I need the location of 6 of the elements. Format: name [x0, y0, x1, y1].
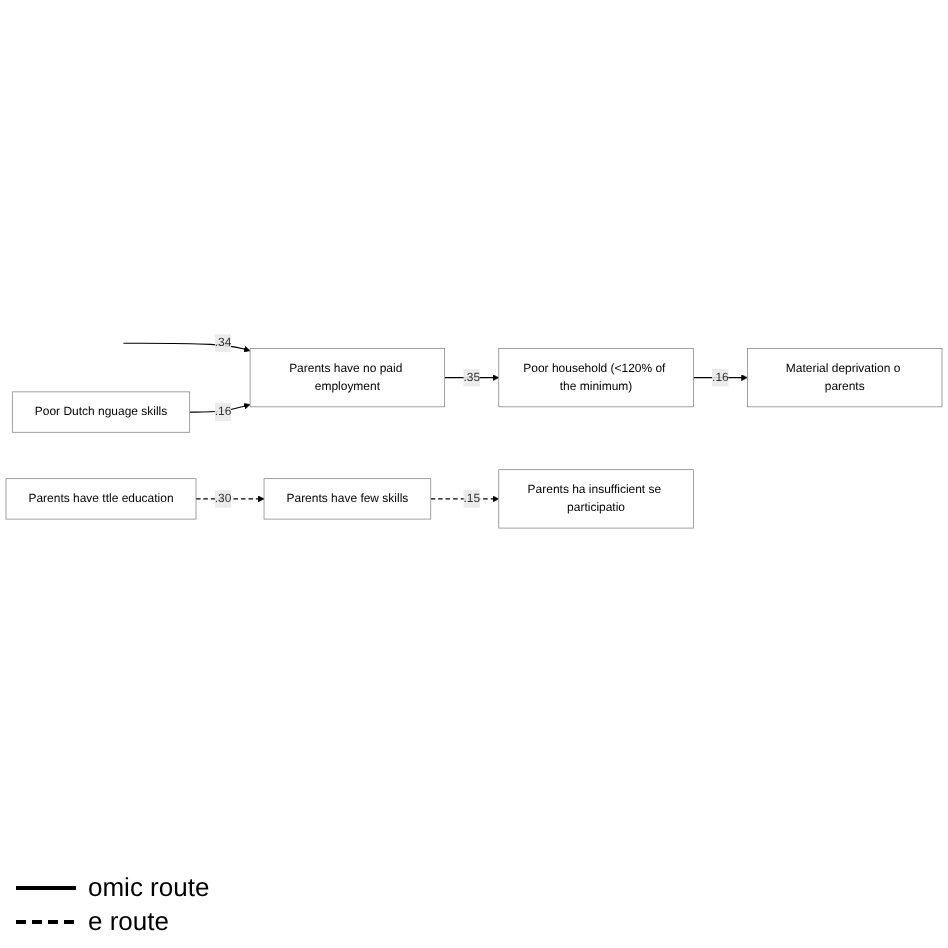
- legend-label: e route: [88, 906, 169, 936]
- arrow: [189, 402, 251, 413]
- arrow: [195, 495, 265, 503]
- arrow: [122, 342, 251, 353]
- legend-label: omic route: [88, 872, 210, 902]
- arrow: [430, 495, 500, 503]
